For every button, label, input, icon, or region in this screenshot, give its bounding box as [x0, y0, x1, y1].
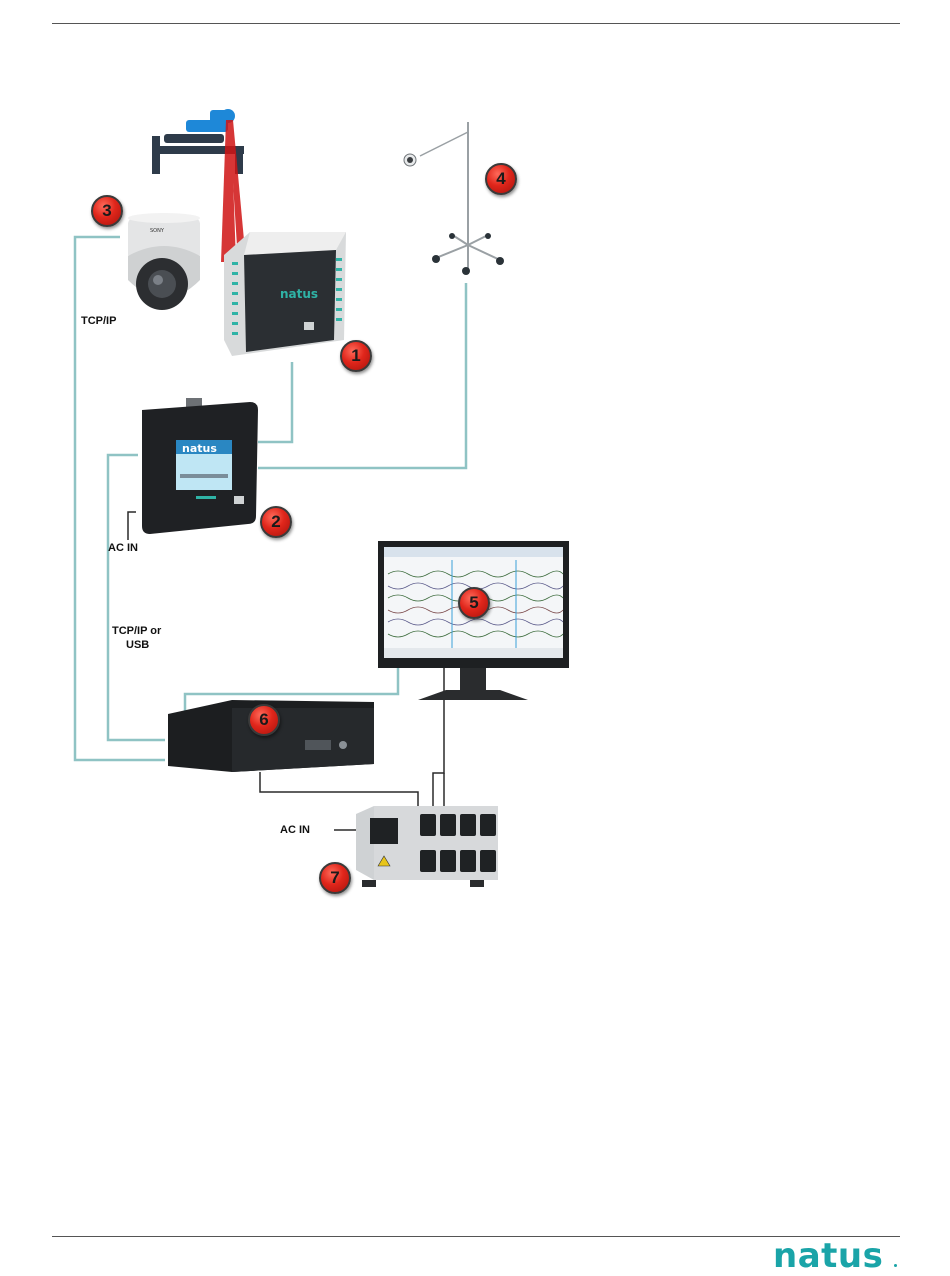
ptz-camera-device: SONY [128, 213, 200, 310]
callout-badge-5: 5 [458, 587, 490, 619]
callout-badge-3: 3 [91, 195, 123, 227]
logo-trademark-dot [894, 1264, 897, 1267]
photic-stimulator-device [404, 122, 504, 275]
amplifier-to-base-cable [258, 362, 292, 442]
tcpip-or-usb-label-line1: TCP/IP or [112, 625, 161, 637]
base-ac-in-lead [128, 512, 136, 540]
pc-to-isolation-power [260, 772, 418, 808]
ac-in-label-base: AC IN [108, 542, 138, 554]
tcpip-label: TCP/IP [81, 315, 116, 327]
callout-badge-4: 4 [485, 163, 517, 195]
callout-badge-2: 2 [260, 506, 292, 538]
svg-text:SONY: SONY [150, 228, 165, 234]
base-unit-brand: natus [182, 442, 217, 455]
amplifier-brand: natus [280, 287, 318, 301]
ac-in-label-isolation: AC IN [280, 824, 310, 836]
base-unit-device: natus [142, 398, 258, 534]
callout-badge-1: 1 [340, 340, 372, 372]
isolation-transformer-device [356, 806, 498, 887]
monitor-to-isolation-power-a [433, 666, 444, 808]
tcpip-or-usb-label-line2: USB [126, 639, 149, 651]
natus-footer-logo: natus [773, 1236, 883, 1276]
callout-badge-7: 7 [319, 862, 351, 894]
callout-badge-6: 6 [248, 704, 280, 736]
computer-monitor-device [378, 541, 569, 700]
amplifier-device: natus [224, 232, 346, 356]
